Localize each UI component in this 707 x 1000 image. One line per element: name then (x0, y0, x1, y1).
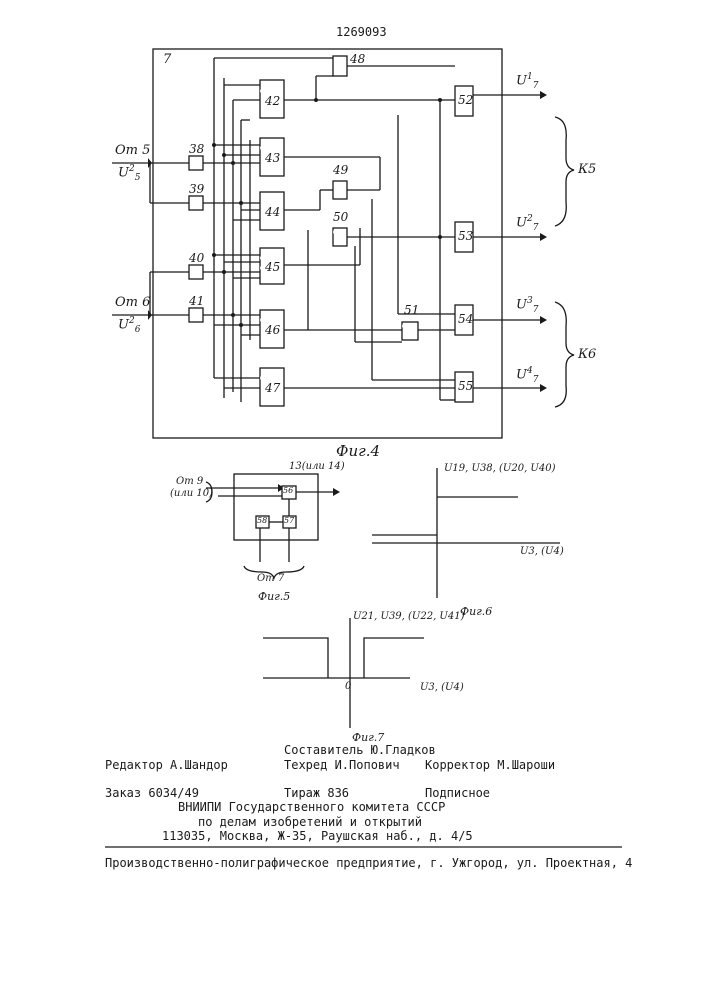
block-55-label: 55 (458, 379, 473, 393)
fig5-from-top-alt: (или 10) (170, 488, 213, 499)
block-38-label: 38 (189, 142, 204, 156)
fig6-graph (372, 468, 560, 598)
fig6-x-label: U3, (U4) (520, 546, 564, 557)
fig4-output-2: U27 (516, 214, 538, 233)
fig5-from-bottom: От 7 (257, 573, 284, 584)
block-41 (189, 308, 203, 322)
block-39 (189, 196, 203, 210)
fig5-frame-label: 13(или 14) (289, 461, 345, 472)
footer-order: Заказ 6034/49 (105, 786, 199, 800)
block-49-label: 49 (333, 163, 348, 177)
block-44-label: 44 (265, 205, 280, 219)
block-48-label: 48 (350, 52, 365, 66)
fig4-input-1-signal: U25 (118, 164, 140, 183)
block-49 (333, 181, 347, 199)
block-50-label: 50 (333, 210, 348, 224)
brace-k5 (555, 117, 574, 226)
block-45-label: 45 (265, 260, 280, 274)
footer-subscription: Подписное (425, 786, 490, 800)
fig5-schematic (206, 474, 340, 578)
fig7-left-pulse (263, 638, 328, 678)
block-54-label: 54 (458, 312, 473, 326)
fig4-caption: Фиг.4 (336, 442, 380, 460)
block-53-label: 53 (458, 229, 473, 243)
fig6-caption: Фиг.6 (460, 605, 492, 618)
block-58-label: 58 (257, 516, 267, 525)
block-43-label: 43 (265, 151, 280, 165)
footer-org-line2: по делам изобретений и открытий (198, 815, 422, 829)
patent-number: 1269093 (336, 25, 387, 39)
fig4-output-3: U37 (516, 296, 538, 315)
fig4-schematic (112, 49, 574, 438)
block-51-label: 51 (404, 303, 419, 317)
footer-org-line1: ВНИИПИ Государственного комитета СССР (178, 800, 445, 814)
fig4-input-2-from: От 6 (115, 295, 150, 310)
block-41-label: 41 (189, 294, 204, 308)
fig6-y-label: U19, U38, (U20, U40) (444, 463, 555, 474)
fig4-input-2-signal: U26 (118, 316, 140, 335)
block-46-label: 46 (265, 323, 280, 337)
footer-address: 113035, Москва, Ж-35, Раушская наб., д. … (162, 829, 473, 843)
fig7-right-pulse (364, 638, 424, 678)
fig4-output-1: U17 (516, 72, 538, 91)
footer-circulation: Тираж 836 (284, 786, 349, 800)
fig4-group-k6: К6 (578, 347, 596, 362)
block-42-label: 42 (265, 94, 280, 108)
fig7-y-label: U21, U39, (U22, U41) (353, 611, 464, 622)
block-39-label: 39 (189, 182, 204, 196)
fig5-frame (234, 474, 318, 540)
footer-techred: Техред И.Попович (284, 758, 400, 772)
fig5-caption: Фиг.5 (258, 590, 290, 603)
footer-compiler: Составитель Ю.Гладков (284, 743, 436, 757)
block-40 (189, 265, 203, 279)
block-40-label: 40 (189, 251, 204, 265)
brace-k6 (555, 302, 574, 407)
footer-editor: Редактор А.Шандор (105, 758, 228, 772)
block-47-label: 47 (265, 381, 280, 395)
footer-corrector: Корректор М.Шароши (425, 758, 555, 772)
block-57-label: 57 (284, 516, 294, 525)
fig7-origin: 0 (345, 681, 351, 692)
fig4-input-1-from: От 5 (115, 143, 150, 158)
block-48 (333, 56, 347, 76)
block-52-label: 52 (458, 93, 473, 107)
fig4-output-4: U47 (516, 366, 538, 385)
fig7-x-label: U3, (U4) (420, 682, 464, 693)
fig4-frame-label: 7 (163, 52, 171, 67)
fig5-from-top: От 9 (176, 476, 203, 487)
fig7-graph (263, 618, 424, 728)
fig4-group-k5: К5 (578, 162, 596, 177)
block-56-label: 56 (283, 486, 293, 495)
footer-printer: Производственно-полиграфическое предприя… (105, 856, 632, 870)
block-38 (189, 156, 203, 170)
